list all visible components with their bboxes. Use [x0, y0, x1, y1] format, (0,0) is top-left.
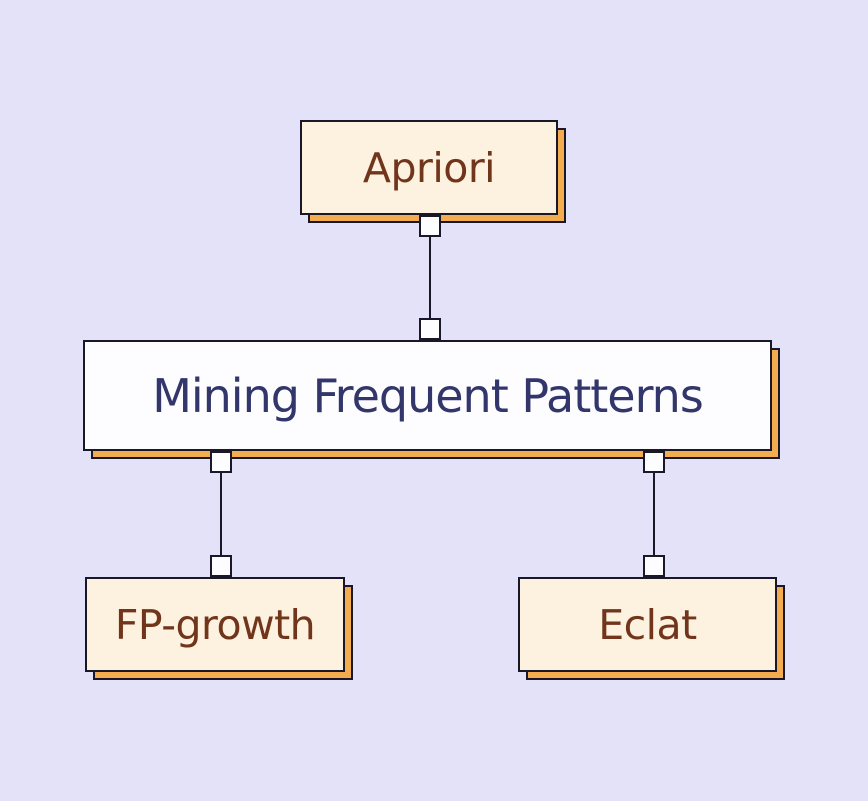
node-apriori-label: Apriori	[362, 143, 496, 192]
edge-mining-eclat-line	[653, 462, 655, 566]
edge-mining-fpgrowth-target-handle[interactable]	[210, 555, 232, 577]
node-mining-frequent-patterns-label: Mining Frequent Patterns	[152, 368, 704, 423]
edge-apriori-mining-line	[429, 226, 431, 329]
node-eclat-label: Eclat	[598, 600, 697, 649]
edge-mining-fpgrowth-line	[220, 462, 222, 566]
node-apriori[interactable]: Apriori	[300, 120, 558, 215]
edge-apriori-mining-source-handle[interactable]	[419, 215, 441, 237]
node-eclat[interactable]: Eclat	[518, 577, 777, 672]
node-mining-frequent-patterns[interactable]: Mining Frequent Patterns	[83, 340, 772, 451]
edge-apriori-mining-target-handle[interactable]	[419, 318, 441, 340]
edge-mining-eclat-source-handle[interactable]	[643, 451, 665, 473]
node-fp-growth-label: FP-growth	[114, 600, 316, 649]
edge-mining-fpgrowth-source-handle[interactable]	[210, 451, 232, 473]
edge-mining-eclat-target-handle[interactable]	[643, 555, 665, 577]
node-fp-growth[interactable]: FP-growth	[85, 577, 345, 672]
